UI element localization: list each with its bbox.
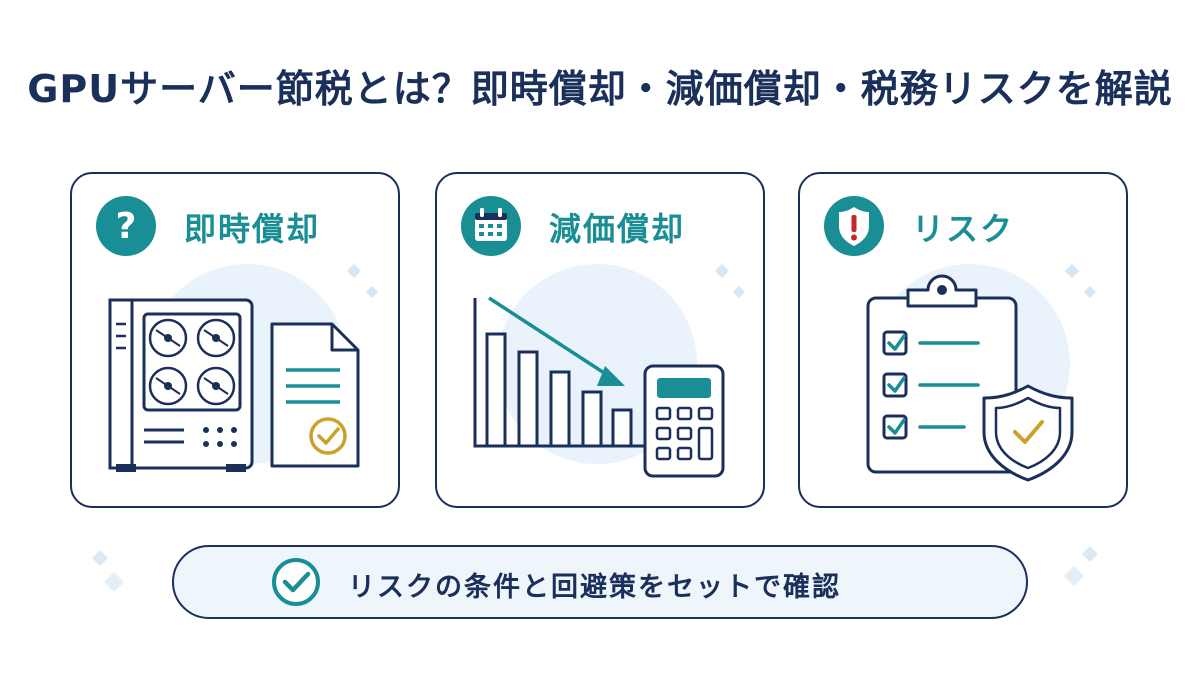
card-title: 即時償却	[184, 210, 321, 248]
sparkle-decoration-right	[1064, 546, 1098, 586]
page-title: GPUサーバー節税とは？即時償却・減価償却・税務リスクを解説	[27, 67, 1173, 111]
card-depreciation: 減価償却	[435, 172, 765, 508]
summary-text: リスクの条件と回避策をセットで確認	[348, 572, 841, 603]
summary-banner: リスクの条件と回避策をセットで確認	[172, 545, 1028, 619]
svg-text:?: ?	[116, 206, 137, 247]
question-icon: ?	[96, 196, 156, 256]
check-circle-icon	[272, 558, 320, 606]
card-immediate-depreciation: ? 即時償却	[70, 172, 400, 508]
declining-chart-calculator-illustration	[473, 264, 745, 478]
sparkle-decoration-left	[92, 550, 124, 592]
card-risk: リスク	[798, 172, 1128, 508]
clipboard-shield-illustration	[866, 264, 1096, 482]
card-title: 減価償却	[549, 210, 686, 248]
server-document-illustration	[108, 264, 378, 472]
card-title: リスク	[912, 210, 1015, 248]
shield-alert-icon	[824, 196, 884, 256]
calendar-icon	[461, 196, 521, 256]
